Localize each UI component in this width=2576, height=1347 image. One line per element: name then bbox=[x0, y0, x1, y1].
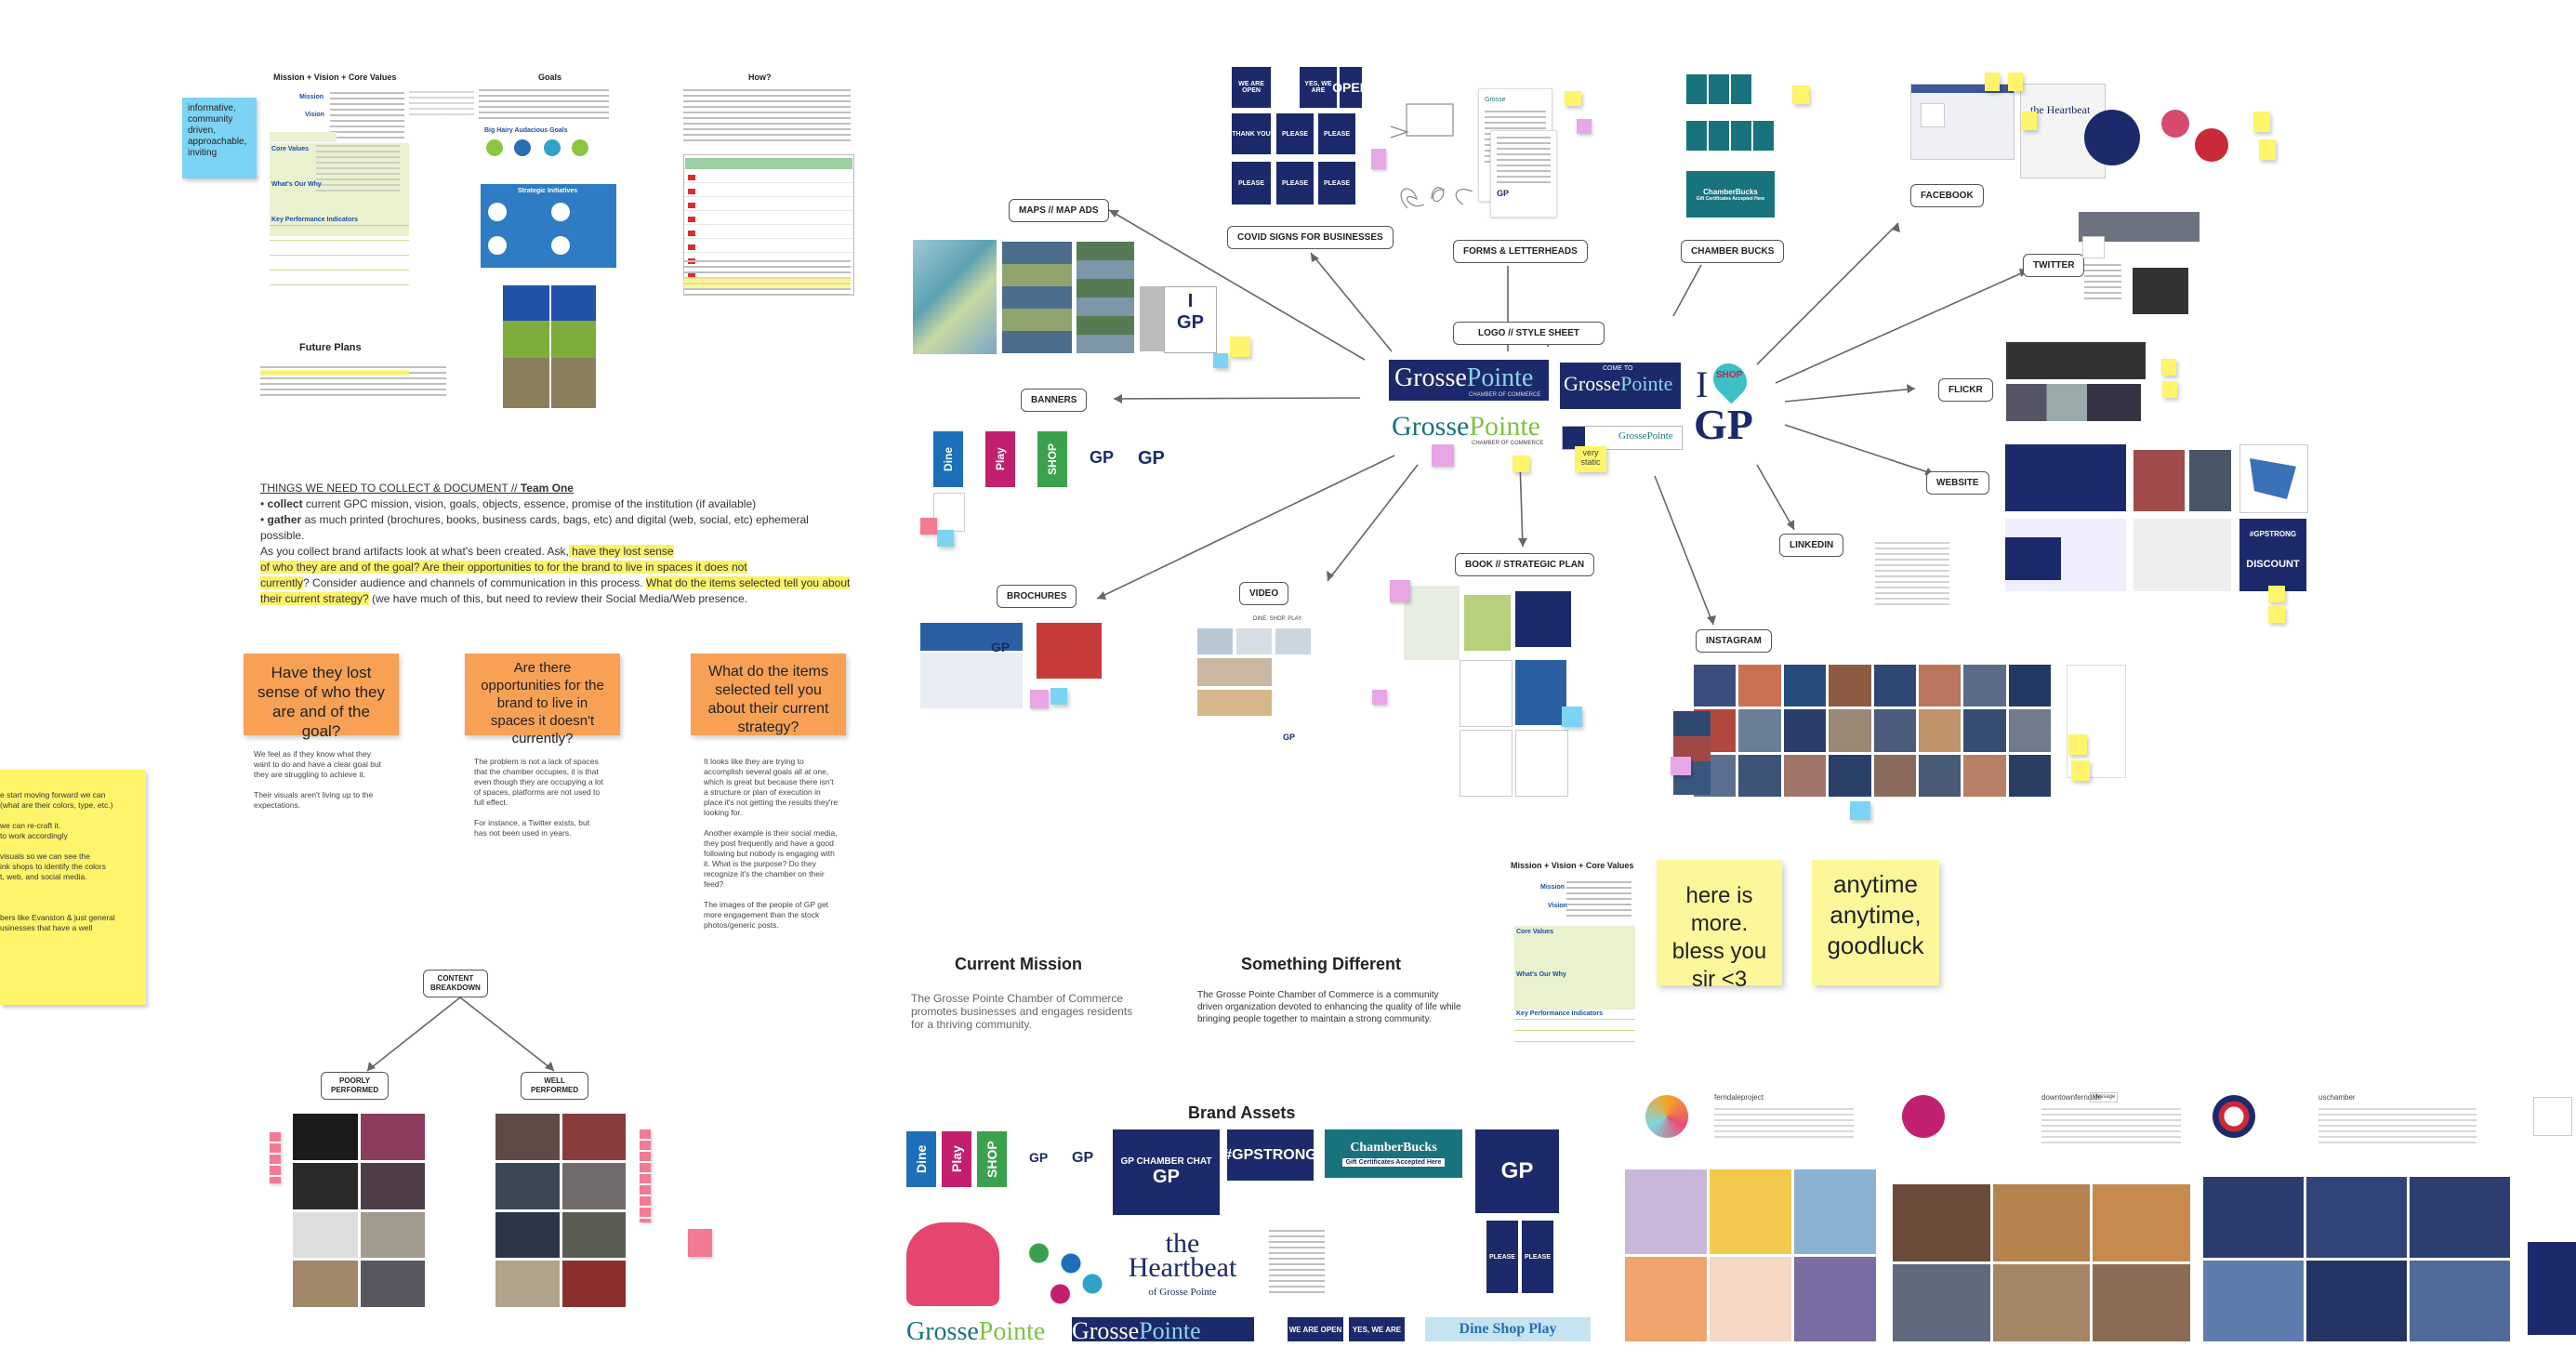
node-facebook[interactable]: FACEBOOK bbox=[1910, 184, 1984, 207]
node-chamber-bucks[interactable]: CHAMBER BUCKS bbox=[1681, 240, 1785, 263]
yellow-stickies-facebook bbox=[1985, 73, 2000, 91]
logo-gp-white: GrossePointe CHAMBER OF COMMERCE bbox=[1392, 411, 1544, 447]
pink-stickies-well bbox=[640, 1129, 651, 1222]
brochures-group: GP bbox=[920, 621, 1116, 733]
yellow-sticky-logo bbox=[1513, 456, 1529, 472]
instagram-right-card bbox=[2067, 665, 2126, 778]
instagram-left-grid bbox=[1673, 711, 1711, 795]
goals-chart-board bbox=[503, 285, 596, 408]
facebook-heart-graphics bbox=[2161, 110, 2236, 175]
yellow-sticky-forms bbox=[1565, 91, 1581, 106]
logo-gp-navy: GrossePointe CHAMBER OF COMMERCE bbox=[1389, 360, 1549, 401]
strategic-initiatives-block: Strategic Initiatives bbox=[481, 184, 616, 268]
pink-stickies-poor bbox=[270, 1132, 281, 1183]
brand-assets-title: Brand Assets bbox=[1188, 1103, 1296, 1122]
node-instagram[interactable]: INSTAGRAM bbox=[1696, 629, 1772, 653]
whats-our-why-label: What's Our Why bbox=[271, 181, 322, 188]
mission-text-lines bbox=[330, 92, 404, 139]
sticky-anytime[interactable]: anytime anytime, goodluck bbox=[1812, 860, 1939, 985]
banners-group: Dine Play SHOP GP GP bbox=[933, 431, 1184, 534]
mission-doc: Mission + Vision + Core Values Mission V… bbox=[260, 67, 474, 290]
answer-1: We feel as if they know what they want t… bbox=[254, 749, 382, 810]
current-mission-text: The Grosse Pointe Chamber of Commerce pr… bbox=[911, 992, 1133, 1031]
pink-sticky-covid bbox=[1371, 149, 1386, 169]
question-sticky-3[interactable]: What do the items selected tell you abou… bbox=[691, 654, 846, 735]
twitter-screens bbox=[2079, 212, 2200, 324]
answer-3: It looks like they are trying to accompl… bbox=[704, 757, 839, 930]
node-linkedin[interactable]: LINKEDIN bbox=[1779, 534, 1844, 557]
yellow-sticky-bucks bbox=[1792, 86, 1809, 104]
core-values-label: Core Values bbox=[271, 146, 310, 152]
ig-profile-1: ferndaleproject bbox=[1625, 1088, 1876, 1341]
covid-signs-group: WE ARE OPEN YES, WE ARE OPEN THANK YOU P… bbox=[1232, 67, 1369, 208]
brand-assets-board: Dine Play SHOP GP GP GP CHAMBER CHAT GP … bbox=[906, 1129, 1599, 1346]
question-sticky-1[interactable]: Have they lost sense of who they are and… bbox=[244, 654, 399, 740]
maps-images bbox=[913, 240, 1169, 356]
something-different-title: Something Different bbox=[1241, 955, 1402, 973]
flickr-screens bbox=[2006, 342, 2183, 426]
vision-label: Vision bbox=[305, 112, 324, 118]
how-notes bbox=[683, 260, 851, 297]
things-heading: THINGS WE NEED TO COLLECT & DOCUMENT // … bbox=[260, 482, 574, 495]
mission-doc-2: Mission + Vision + Core Values Mission V… bbox=[1511, 861, 1641, 1047]
very-static-sticky[interactable]: very static bbox=[1575, 446, 1606, 472]
ig-profile-2: downtownferndale Message bbox=[1893, 1088, 2190, 1341]
goals-title: Goals bbox=[538, 73, 562, 82]
node-banners[interactable]: BANNERS bbox=[1021, 389, 1088, 412]
well-performed-grid bbox=[495, 1114, 626, 1307]
mission-label: Mission bbox=[299, 94, 324, 100]
pink-sticky-forms bbox=[1577, 119, 1592, 134]
facebook-screens: the Heartbeat bbox=[1910, 73, 2143, 182]
sticky-here-is-more[interactable]: here is more. bless you sir <3 bbox=[1657, 860, 1782, 992]
content-breakdown-label[interactable]: CONTENT BREAKDOWN bbox=[423, 970, 488, 997]
yellow-sticky-left[interactable]: e start moving forward we can (what are … bbox=[0, 770, 146, 1005]
pink-sticky-single bbox=[688, 1229, 712, 1257]
chamber-bucks-group: ChamberBucks Gift Certificates Accepted … bbox=[1686, 74, 1779, 218]
node-covid-signs[interactable]: COVID SIGNS FOR BUSINESSES bbox=[1227, 226, 1394, 249]
question-sticky-2[interactable]: Are there opportunities for the brand to… bbox=[465, 654, 620, 746]
something-different-text: The Grosse Pointe Chamber of Commerce is… bbox=[1197, 990, 1461, 1024]
goals-doc: Goals Big Hairy Audacious Goals Strategi… bbox=[479, 73, 618, 314]
i-shop-gp-logo: I SHOP GP bbox=[1694, 356, 1764, 451]
goals-sub1: Big Hairy Audacious Goals bbox=[484, 127, 568, 134]
current-mission-title: Current Mission bbox=[955, 955, 1083, 973]
kpi-label: Key Performance Indicators bbox=[271, 217, 358, 223]
node-brochures[interactable]: BROCHURES bbox=[997, 585, 1077, 608]
node-book[interactable]: BOOK // STRATEGIC PLAN bbox=[1455, 553, 1595, 576]
logo-come-to-gp: COME TO GrossePointe bbox=[1560, 363, 1681, 409]
poorly-performed-grid bbox=[293, 1114, 425, 1307]
node-website[interactable]: WEBSITE bbox=[1926, 471, 1989, 495]
logo-gp-small-strip: GrossePointe bbox=[1562, 426, 1683, 450]
instagram-grid bbox=[1694, 665, 2051, 797]
ig-profile-4-cutoff bbox=[2524, 1088, 2576, 1341]
strategic-plan-pages bbox=[1404, 586, 1618, 797]
well-performed-label[interactable]: WELL PERFORMED bbox=[521, 1072, 589, 1100]
answer-2: The problem is not a lack of spaces that… bbox=[474, 757, 603, 838]
cyan-sticky-note[interactable]: informative, community driven, approacha… bbox=[182, 98, 257, 178]
node-forms[interactable]: FORMS & LETTERHEADS bbox=[1453, 240, 1588, 263]
video-thumbs: DINE. SHOP. PLAY. GP bbox=[1197, 614, 1383, 762]
node-maps[interactable]: MAPS // MAP ADS bbox=[1009, 199, 1109, 222]
linkedin-screen bbox=[1875, 542, 1951, 616]
pink-sticky-logo bbox=[1432, 444, 1454, 467]
things-to-collect: THINGS WE NEED TO COLLECT & DOCUMENT // … bbox=[260, 481, 855, 607]
form-letterhead-2: GP bbox=[1490, 130, 1557, 218]
node-logo[interactable]: LOGO // STYLE SHEET bbox=[1453, 322, 1605, 345]
node-twitter[interactable]: TWITTER bbox=[2023, 254, 2085, 277]
i-gp-map-ad: I GP bbox=[1164, 286, 1217, 353]
ig-profile-3: uschamber bbox=[2203, 1088, 2510, 1341]
node-video[interactable]: VIDEO bbox=[1239, 582, 1289, 605]
mission-doc-title: Mission + Vision + Core Values bbox=[273, 73, 397, 82]
website-screens: #GPSTRONG DISCOUNT bbox=[2005, 444, 2308, 593]
poorly-performed-label[interactable]: POORLY PERFORMED bbox=[321, 1072, 390, 1100]
node-flickr[interactable]: FLICKR bbox=[1938, 378, 1993, 402]
how-title: How? bbox=[748, 73, 772, 82]
future-plans-title: Future Plans bbox=[299, 342, 362, 353]
